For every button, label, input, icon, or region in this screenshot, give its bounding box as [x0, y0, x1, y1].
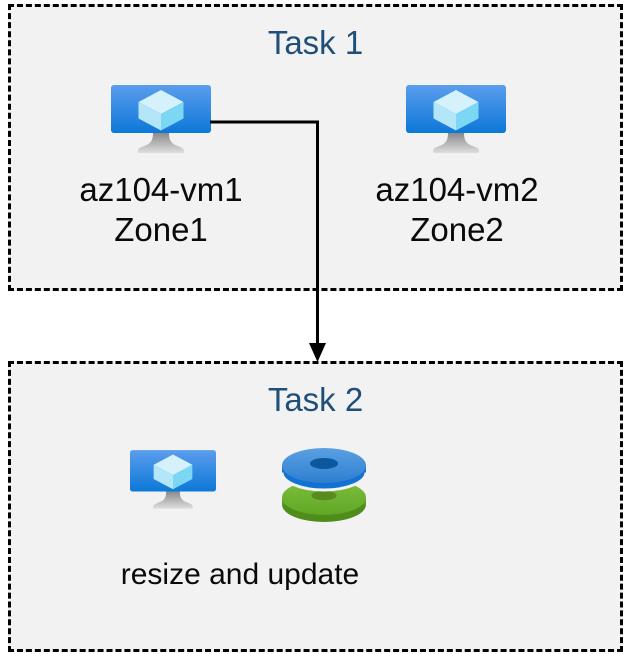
task1-title: Task 1 — [267, 24, 364, 61]
vm1-name: az104-vm1 — [79, 171, 243, 208]
vm2-zone: Zone2 — [410, 211, 504, 248]
connector-arrow — [210, 120, 326, 362]
vm2-label: az104-vm2 Zone2 — [307, 170, 607, 250]
virtual-machine-icon — [111, 85, 211, 153]
task1-box: Task 1 az104-vm1 Zone1 az104-vm2 Zone2 — [8, 4, 623, 291]
arrow-line — [210, 120, 319, 345]
virtual-machine-icon — [130, 450, 216, 509]
arrow-head — [309, 343, 326, 362]
virtual-machine-icon — [406, 85, 506, 153]
vm2-name: az104-vm2 — [375, 171, 539, 208]
vm1-label: az104-vm1 Zone1 — [11, 170, 311, 250]
task2-caption: resize and update — [120, 558, 360, 591]
vm1-zone: Zone1 — [114, 211, 208, 248]
task2-box: Task 2 resize and update — [8, 361, 623, 652]
managed-disks-icon — [281, 448, 367, 522]
task2-title: Task 2 — [267, 381, 364, 418]
